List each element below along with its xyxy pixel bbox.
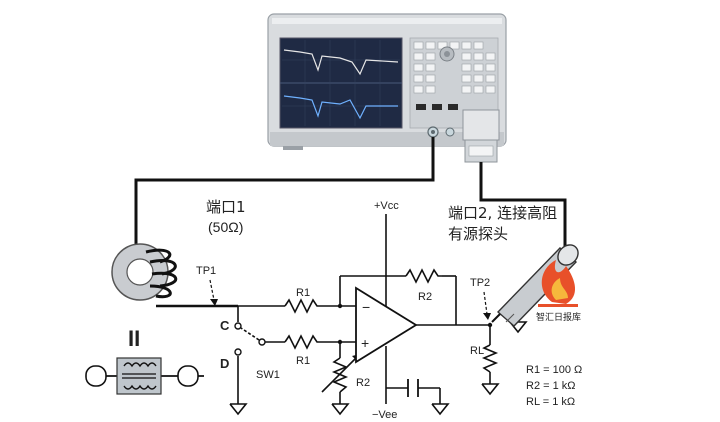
potentiometer-r2 (321, 355, 359, 393)
probe-interface-box (462, 109, 500, 163)
ground-icon (229, 403, 248, 416)
port2-probe-label: 有源探头 (448, 225, 508, 243)
watermark-text: 智汇日报库 (536, 311, 581, 323)
tp2-arrow (483, 291, 488, 315)
opamp-symbol: − + (355, 286, 418, 364)
cable-port2 (479, 162, 567, 258)
r2-top-label: R2 (418, 291, 432, 303)
cable-port1 (134, 137, 435, 258)
switch-c-label: C (220, 318, 230, 333)
r2-bottom-label: R2 (356, 377, 370, 389)
spec-r1: R1 = 100 Ω (526, 364, 582, 376)
port1-impedance-label: (50Ω) (208, 219, 243, 235)
circuit-wires (237, 214, 491, 404)
vee-label: −Vee (372, 409, 397, 421)
resistor-r1-bottom (284, 334, 320, 350)
switch-pole (258, 338, 266, 346)
equivalent-symbol: II (128, 326, 140, 351)
r1-top-label: R1 (296, 287, 310, 299)
network-analyzer-icon (267, 13, 507, 150)
switch-contact-c (234, 322, 242, 330)
port1-label: 端口1 (206, 198, 246, 216)
coax-transformer-icon (85, 357, 204, 395)
ground-icon (431, 403, 450, 416)
ground-icon (331, 403, 350, 416)
tp1-arrow (209, 279, 215, 301)
switch-contact-d (234, 348, 242, 356)
resistor-r2-feedback (405, 268, 442, 284)
r1-bottom-label: R1 (296, 355, 310, 367)
vcc-label: +Vcc (374, 200, 399, 212)
resistor-r1-top (284, 298, 320, 314)
flame-logo-icon (538, 260, 578, 307)
ground-icon (481, 383, 500, 396)
rl-label: RL (470, 345, 484, 357)
tp2-label: TP2 (470, 277, 490, 289)
spec-r2: R2 = 1 kΩ (526, 380, 576, 392)
tp1-label: TP1 (196, 265, 216, 277)
spec-rl: RL = 1 kΩ (526, 396, 575, 408)
port2-label: 端口2, 连接高阻 (448, 204, 557, 222)
opamp-plus-label: + (361, 335, 369, 351)
active-probe-icon (491, 244, 579, 327)
opamp-minus-label: − (362, 299, 370, 315)
toroid-icon (111, 243, 238, 308)
switch-blade (240, 327, 260, 341)
switch-d-label: D (220, 356, 229, 371)
resistor-rl (481, 344, 499, 373)
sw1-label: SW1 (256, 369, 280, 381)
capacitor (407, 379, 419, 397)
